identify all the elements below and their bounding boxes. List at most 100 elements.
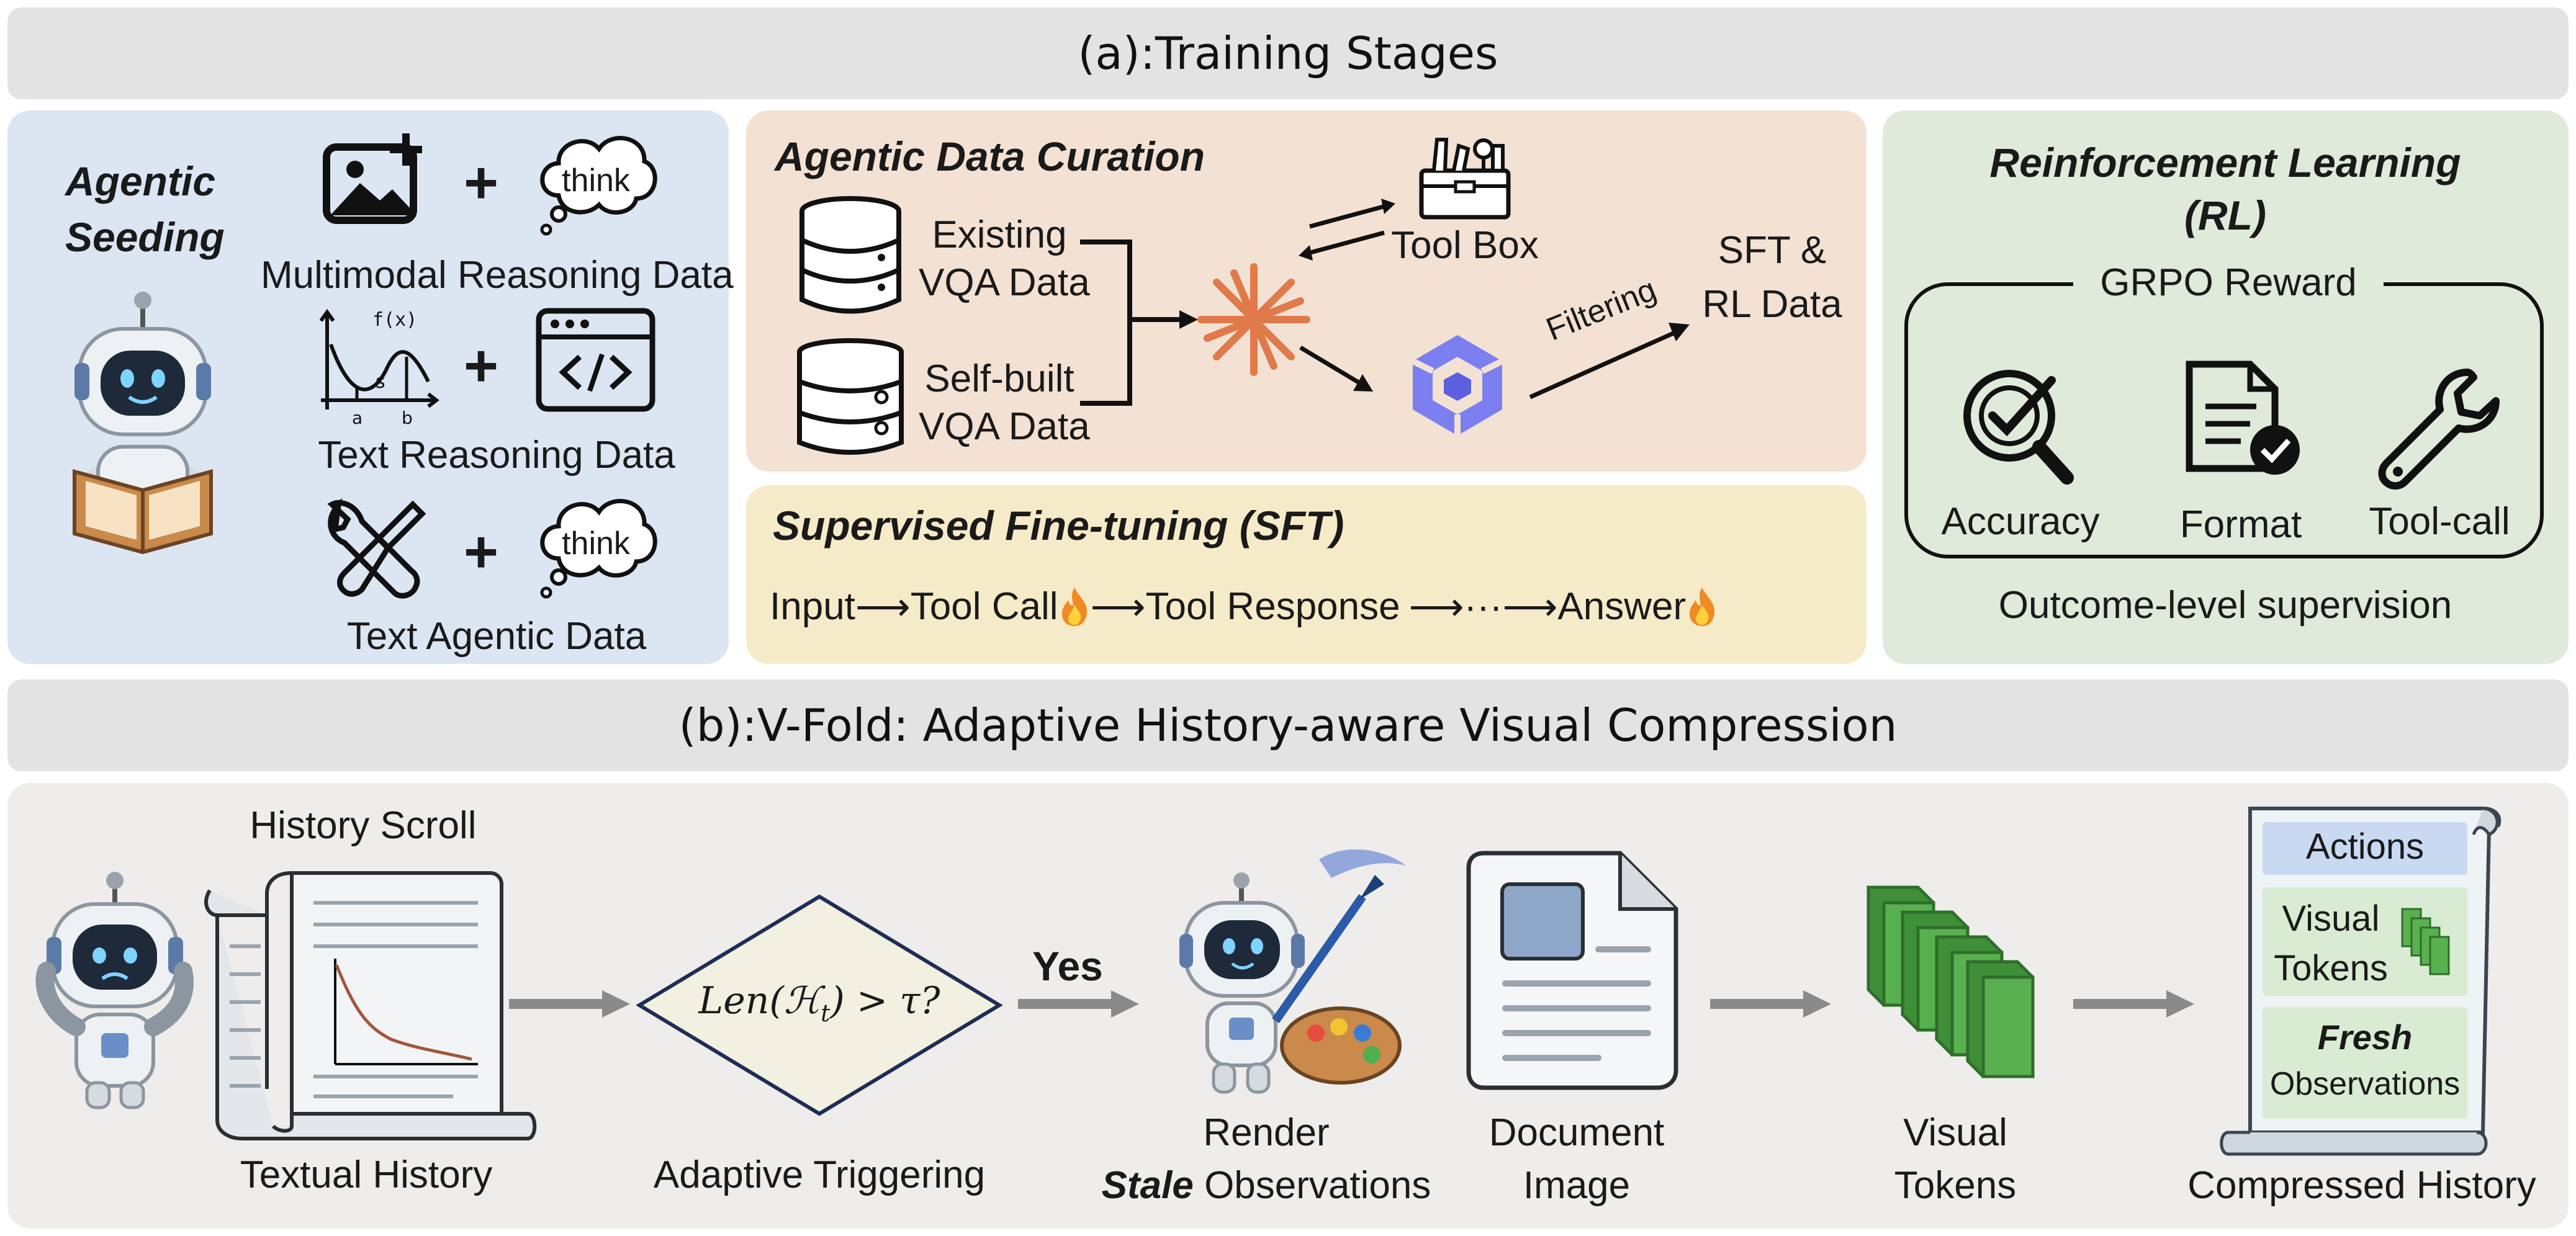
robot-worried-icon (35, 872, 194, 1109)
merge-arrow (1080, 240, 1198, 406)
arrow-to-tokens (1710, 990, 1831, 1018)
database-icon (799, 196, 901, 314)
selfbuilt-vqa-line2: VQA Data (919, 405, 1090, 448)
robot-reading-icon (73, 292, 213, 555)
data-curation-panel (746, 110, 1867, 472)
accuracy-label: Accuracy (1941, 500, 2100, 543)
think-label-2: think (562, 526, 630, 562)
grpo-reward-title: GRPO Reward (2073, 261, 2384, 305)
tools-icon (327, 498, 426, 599)
document-label-line1: Document (1488, 1111, 1665, 1154)
image-plus-icon (323, 133, 422, 224)
accuracy-search-icon (1963, 370, 2074, 485)
compressed-history-label: Compressed History (2187, 1164, 2536, 1207)
to-model-arrow (1299, 345, 1373, 392)
toolbox-icon (1419, 138, 1511, 220)
rl-panel (1883, 110, 2569, 664)
flow-response: Tool Response (1145, 585, 1400, 628)
seeding-title-line1: Agentic (65, 158, 216, 204)
stale-word: Stale (1101, 1164, 1194, 1207)
outcome-supervision-label: Outcome-level supervision (1998, 584, 2452, 627)
existing-vqa-line1: Existing (932, 213, 1067, 256)
function-plot-icon: f(x) s a b (319, 308, 439, 428)
rl-title-line1: Reinforcement Learning (1989, 140, 2461, 186)
compressed-scroll-icon (2220, 807, 2502, 1156)
history-scroll-label: History Scroll (250, 804, 477, 847)
arrow-to-compressed (2073, 990, 2194, 1018)
visual-tokens-icon (1867, 885, 2035, 1078)
section-a-header: (a):Training Stages (7, 7, 2569, 99)
curation-title: Agentic Data Curation (775, 133, 1205, 179)
think-bubble-icon-2 (540, 499, 657, 599)
flow-answer: Answer (1557, 585, 1687, 628)
rl-title-line2: (RL) (2184, 192, 2266, 238)
format-document-icon (2186, 361, 2300, 475)
spark-icon (1197, 263, 1310, 376)
fire-icon (1061, 587, 1087, 626)
toolcall-reward-label: Tool-call (2369, 500, 2510, 543)
server-database-icon (797, 338, 904, 455)
visual-tokens-line2: Tokens (1894, 1164, 2017, 1207)
code-window-icon (536, 308, 655, 412)
document-image-icon (1466, 851, 1678, 1090)
sft-rl-data-line2: RL Data (1702, 283, 1842, 326)
scroll-fresh-label: Fresh (2317, 1018, 2413, 1057)
stale-observations-label: Stale Observations (1080, 1163, 1452, 1207)
multimodal-reasoning-label: Multimodal Reasoning Data (261, 254, 734, 297)
wrench-icon (2378, 369, 2500, 490)
sft-panel (746, 485, 1867, 664)
plus-icon-3: + (463, 519, 499, 585)
arrow-to-render (1018, 990, 1139, 1018)
textual-history-label: Textual History (240, 1153, 493, 1196)
exchange-arrows (1299, 199, 1395, 261)
scroll-observations-label: Observations (2269, 1066, 2461, 1102)
sft-rl-data-line1: SFT & (1718, 229, 1827, 272)
trigger-condition: Len(ℋt) > τ? (639, 979, 999, 1027)
toolbox-label: Tool Box (1391, 224, 1539, 267)
arrow-to-trigger (509, 990, 630, 1018)
trigger-decision-diamond (636, 894, 1003, 1116)
text-agentic-label: Text Agentic Data (346, 615, 647, 658)
fire-icon-2 (1690, 587, 1715, 626)
observations-word: Observations (1193, 1164, 1431, 1207)
section-b-title: (b):V-Fold: Adaptive History-aware Visua… (678, 699, 1898, 751)
plot-fx-label: f(x) (372, 309, 417, 331)
plot-a-label: a (352, 408, 363, 428)
scroll-visual-line1: Visual (2282, 898, 2380, 939)
condition-sub: t (821, 1000, 831, 1027)
condition-text: Len(ℋ (698, 979, 821, 1023)
render-label: Render (1203, 1111, 1330, 1154)
flow-arrow-2: ⟶ (1090, 584, 1146, 629)
filtering-arrow (1529, 323, 1690, 400)
visual-tokens-line1: Visual (1903, 1111, 2007, 1154)
existing-vqa-line2: VQA Data (919, 261, 1090, 304)
flow-arrow-1: ⟶ (855, 584, 911, 629)
seeding-title-line2: Seeding (65, 214, 225, 260)
scroll-actions-label: Actions (2305, 826, 2425, 867)
history-scroll-icon (204, 871, 537, 1140)
model-logo-icon (1411, 335, 1504, 436)
flow-toolcall: Tool Call (910, 585, 1058, 628)
sft-title: Supervised Fine-tuning (SFT) (773, 503, 1344, 549)
section-a-title: (a):Training Stages (1078, 27, 1498, 79)
sft-flow: Input ⟶ Tool Call ⟶ Tool Response ⟶ ··· … (770, 580, 1718, 633)
think-bubble-icon (540, 136, 657, 236)
document-label-line2: Image (1523, 1164, 1631, 1207)
flow-arrow-3: ⟶ (1408, 584, 1464, 629)
adaptive-triggering-label: Adaptive Triggering (653, 1153, 986, 1196)
yes-label: Yes (1032, 943, 1103, 989)
condition-tail: ) > τ? (830, 979, 940, 1023)
section-b-header: (b):V-Fold: Adaptive History-aware Visua… (7, 679, 2569, 771)
format-label: Format (2179, 503, 2302, 546)
plot-b-label: b (402, 408, 413, 428)
selfbuilt-vqa-line1: Self-built (924, 357, 1074, 400)
flow-input: Input (770, 585, 855, 628)
plus-icon: + (463, 150, 499, 216)
plus-icon-2: + (463, 333, 499, 399)
robot-painter-icon (1179, 849, 1406, 1094)
flow-arrow-4: ⟶ (1502, 584, 1558, 629)
plot-s-label: s (376, 371, 385, 393)
flow-dots: ··· (1464, 585, 1503, 628)
think-label-1: think (562, 163, 630, 199)
scroll-visual-line2: Tokens (2274, 948, 2388, 988)
